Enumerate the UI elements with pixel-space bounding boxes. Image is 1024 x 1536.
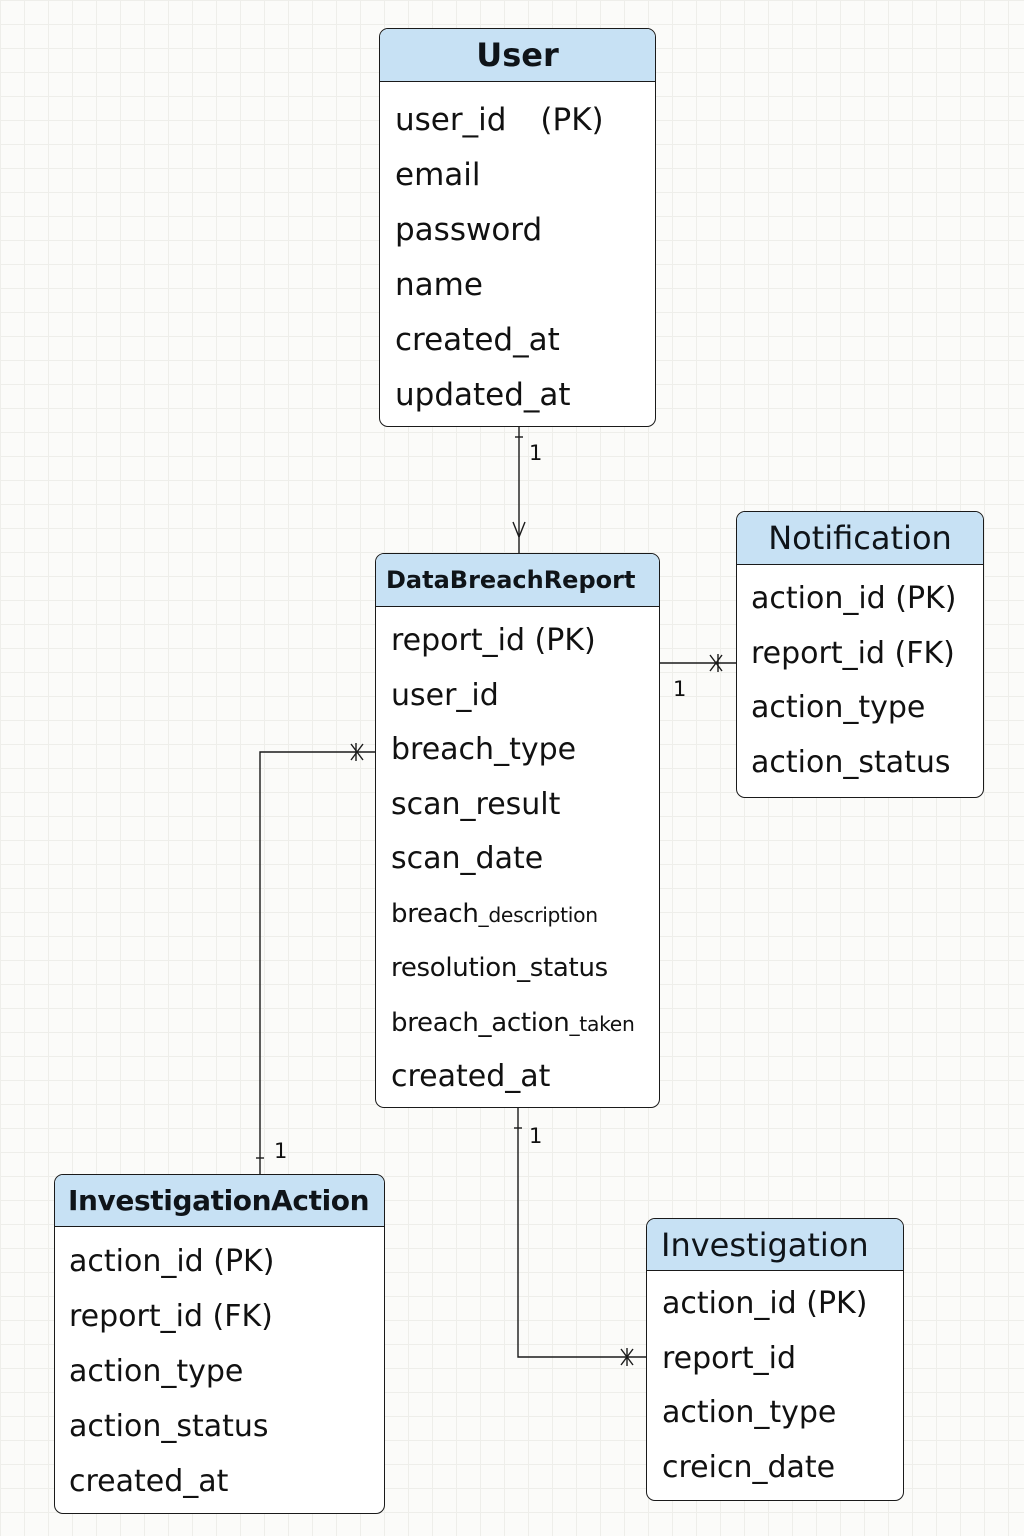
entity-data-breach-report[interactable]: DataBreachReport report_id (PK) user_id …: [375, 553, 660, 1108]
attribute-prefix: breach: [391, 898, 479, 929]
primary-key-marker: (PK): [540, 102, 604, 138]
cardinality-label-report-notification: 1: [673, 677, 687, 701]
attribute-breach-action-taken: breach_action_taken: [391, 996, 659, 1051]
attribute-password: password: [395, 212, 543, 248]
entity-user-attributes: user_id (PK) email password name created_…: [380, 82, 655, 423]
attribute-resolution-status: resolution_status: [391, 953, 608, 983]
attribute-created-at: created_at: [395, 322, 560, 358]
entity-investigation[interactable]: Investigation action_id (PK) report_id a…: [646, 1218, 904, 1501]
attribute-report-id: report_id: [662, 1340, 797, 1376]
attribute-report-id: report_id (FK): [69, 1299, 273, 1334]
attribute-updated-at: updated_at: [395, 377, 571, 413]
entity-title: User: [476, 36, 559, 74]
attribute-name: user_id: [395, 102, 507, 138]
entity-investigation-header: Investigation: [647, 1219, 903, 1271]
attribute-name: name: [395, 267, 483, 303]
cardinality-label-report-investigation: 1: [529, 1124, 543, 1148]
entity-title: InvestigationAction: [68, 1184, 370, 1217]
attribute-user-id: user_id: [391, 677, 499, 713]
attribute-created-at: created_at: [391, 1059, 551, 1094]
attribute-action-type: action_type: [751, 690, 926, 725]
attribute-created-at: created_at: [69, 1464, 229, 1499]
attribute-breach-description: breach_description: [391, 887, 659, 942]
relationship-action-report: [256, 743, 375, 1174]
entity-data-breach-report-header: DataBreachReport: [376, 554, 659, 607]
entity-user[interactable]: User user_id (PK) email password name cre…: [379, 28, 656, 427]
entity-notification[interactable]: Notification action_id (PK) report_id (F…: [736, 511, 984, 798]
attribute-action-id: action_id (PK): [751, 581, 957, 616]
attribute-scan-date: scan_date: [391, 841, 544, 876]
entity-investigation-action[interactable]: InvestigationAction action_id (PK) repor…: [54, 1174, 385, 1514]
attribute-breach-type: breach_type: [391, 732, 577, 767]
entity-title: Notification: [768, 519, 952, 557]
attribute-suffix: _taken: [569, 1011, 635, 1036]
entity-investigation-attributes: action_id (PK) report_id action_type cre…: [647, 1271, 903, 1495]
attribute-scan-result: scan_result: [391, 786, 561, 822]
attribute-action-status: action_status: [69, 1409, 269, 1444]
entity-investigation-action-header: InvestigationAction: [55, 1175, 384, 1227]
attribute-suffix: _description: [478, 902, 599, 927]
entity-title: DataBreachReport: [386, 566, 636, 594]
entity-investigation-action-attributes: action_id (PK) report_id (FK) action_typ…: [55, 1227, 384, 1509]
attribute-report-id: report_id (PK): [391, 623, 596, 658]
attribute-action-type: action_type: [69, 1354, 244, 1389]
attribute-report-id: report_id (FK): [751, 635, 955, 671]
entity-notification-attributes: action_id (PK) report_id (FK) action_typ…: [737, 565, 983, 790]
attribute-action-id: action_id (PK): [662, 1286, 868, 1321]
cardinality-label-user-report: 1: [529, 441, 543, 465]
entity-title: Investigation: [661, 1225, 869, 1264]
attribute-action-type: action_type: [662, 1395, 837, 1430]
entity-data-breach-report-attributes: report_id (PK) user_id breach_type scan_…: [376, 607, 659, 1105]
cardinality-label-action-report: 1: [274, 1139, 288, 1163]
attribute-user-id: user_id (PK): [395, 93, 655, 148]
relationship-user-report: [512, 427, 526, 553]
relationship-report-notification: [660, 654, 736, 672]
attribute-prefix: breach_action: [391, 1007, 570, 1038]
attribute-action-id: action_id (PK): [69, 1244, 275, 1279]
attribute-creation-date: creicn_date: [662, 1449, 836, 1485]
entity-notification-header: Notification: [737, 512, 983, 565]
attribute-email: email: [395, 157, 481, 193]
entity-user-header: User: [380, 29, 655, 82]
relationship-report-investigation: [514, 1108, 646, 1366]
attribute-action-status: action_status: [751, 744, 951, 780]
